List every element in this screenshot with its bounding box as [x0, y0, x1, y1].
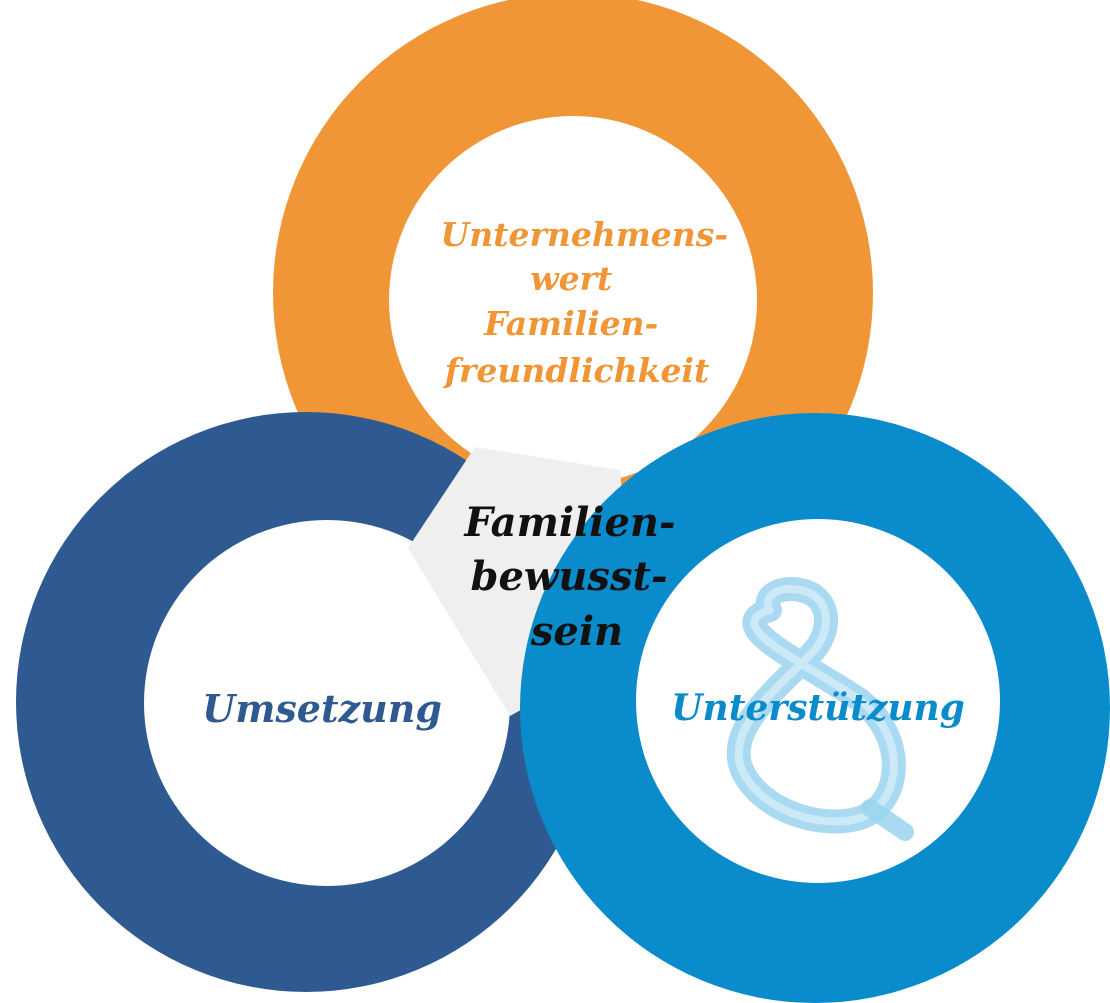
- ampersand-ribbon-icon: [726, 577, 914, 841]
- top-label-line: Familien-: [483, 304, 658, 343]
- center-label: Familien- bewusst- sein: [463, 499, 689, 655]
- top-ring-hole: [389, 116, 757, 484]
- top-label-line: Unternehmens-: [440, 215, 728, 254]
- right-ring-label: Unterstützung: [671, 687, 965, 729]
- center-label-line: sein: [530, 608, 623, 655]
- left-ring-hole: [144, 520, 510, 886]
- center-label-line: Familien-: [463, 499, 675, 546]
- right-ring-hole: [636, 519, 1000, 883]
- center-label-line: bewusst-: [471, 553, 668, 600]
- top-label-line: wert: [530, 259, 612, 298]
- left-ring-label: Umsetzung: [202, 686, 442, 731]
- top-ring-label: Unternehmens- wert Familien- freundlichk…: [440, 215, 739, 390]
- top-label-line: freundlichkeit: [443, 351, 709, 390]
